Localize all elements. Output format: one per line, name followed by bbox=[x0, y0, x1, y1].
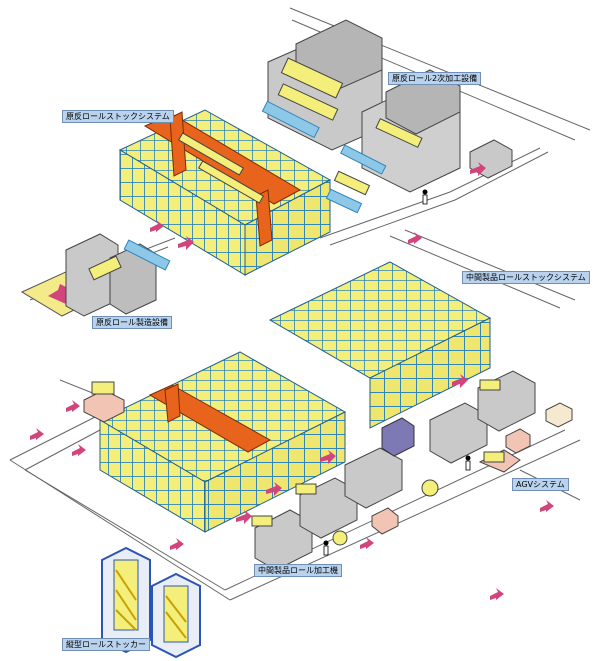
intermediate-roll-processing-label: 中間製品ロール加工機 bbox=[254, 564, 342, 577]
vertical-roll-stocker bbox=[101, 546, 201, 659]
agv-system-label: AGVシステム bbox=[512, 478, 569, 491]
processing-machine bbox=[83, 381, 125, 423]
processing-machine bbox=[477, 370, 536, 432]
vertical-roll-stocker-label: 縦型ロールストッカー bbox=[62, 638, 150, 651]
stocker-unit bbox=[151, 572, 201, 659]
processing-machine bbox=[295, 477, 358, 539]
raw-roll-stock-system bbox=[118, 109, 371, 276]
raw-roll-stock-system-label: 原反ロールストックシステム bbox=[62, 110, 174, 123]
processing-machine bbox=[429, 402, 488, 464]
processing-machine bbox=[251, 509, 313, 571]
raw-roll-manufacturing bbox=[20, 233, 171, 317]
raw-roll-secondary-processing-label: 原反ロール2次加工設備 bbox=[388, 72, 482, 85]
raw-roll-secondary-processing bbox=[261, 19, 513, 205]
conveyor-arrow-icon bbox=[30, 162, 554, 600]
intermediate-roll-processing bbox=[83, 370, 536, 571]
processing-machine bbox=[344, 447, 403, 509]
agv-system bbox=[332, 402, 573, 546]
intermediate-roll-stock-system-label: 中間製品ロールストックシステム bbox=[462, 271, 590, 284]
intermediate-roll-stock-system bbox=[98, 261, 492, 533]
raw-roll-manufacturing-label: 原反ロール製造設備 bbox=[92, 316, 172, 329]
stocker-unit bbox=[101, 546, 151, 654]
